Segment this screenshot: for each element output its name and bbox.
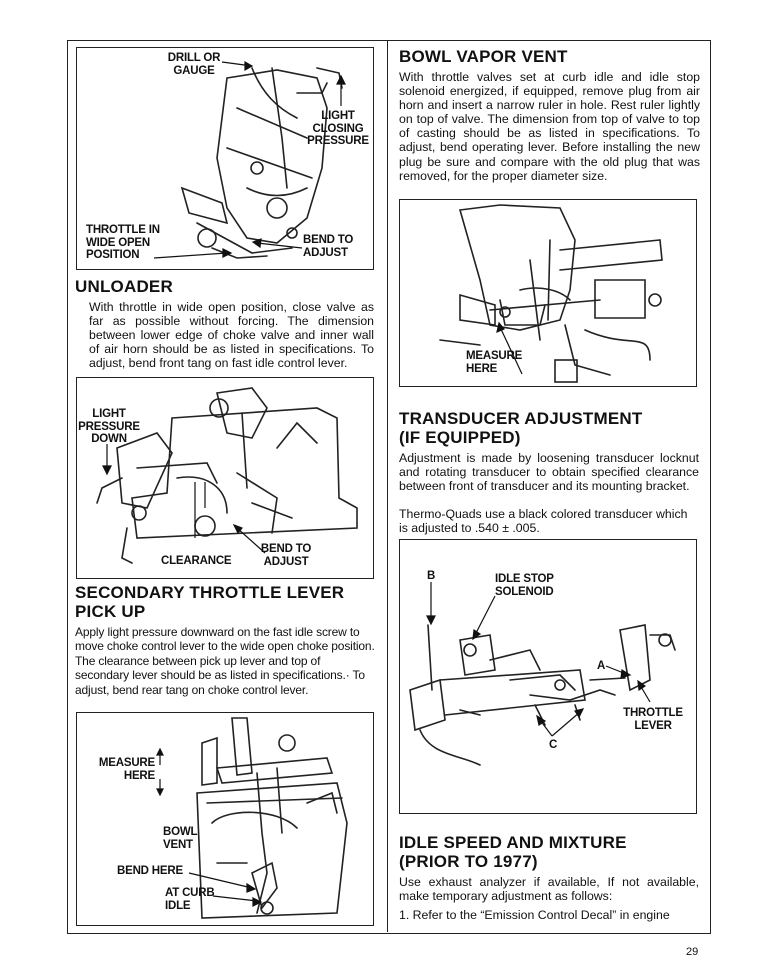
secondary-throttle-figure: LIGHT PRESSURE DOWN CLEARANCE BEND TO AD… [76,377,374,579]
bowl-vent-lower-figure: MEASURE HERE BOWL VENT BEND HERE AT CURB… [76,712,374,926]
label-at-curb-idle: AT CURB IDLE [165,887,215,912]
body-transducer: Adjustment is made by loosening transduc… [399,451,699,494]
bowl-vapor-vent-figure: MEASURE HERE [399,199,697,387]
heading-idle-speed: IDLE SPEED AND MIXTURE (PRIOR TO 1977) [399,833,627,871]
label-c: C [549,739,558,751]
body-bowl-vapor-vent: With throttle valves set at curb idle an… [399,70,700,183]
label-drill-or-gauge: DRILL OR GAUGE [167,52,221,77]
column-divider [387,40,388,932]
label-bend-to-adjust: BEND TO ADJUST [303,234,354,259]
idle-stop-solenoid-figure: B IDLE STOP SOLENOID A THROTTLE LEVER C [399,539,697,814]
label-measure-here-2: MEASURE HERE [466,350,523,375]
label-light-pressure-down: LIGHT PRESSURE DOWN [78,408,140,445]
unloader-illustration [153,60,346,259]
label-b: B [427,570,436,582]
heading-bowl-vapor-vent: BOWL VAPOR VENT [399,47,568,66]
body-unloader: With throttle in wide open position, clo… [89,300,374,371]
heading-transducer: TRANSDUCER ADJUSTMENT (IF EQUIPPED) [399,409,643,447]
label-light-closing-pressure: LIGHT CLOSING PRESSURE [307,110,369,147]
label-throttle-wide-open: THROTTLE IN WIDE OPEN POSITION [86,224,160,261]
idle-stop-solenoid-illustration [409,582,676,766]
label-idle-stop-solenoid: IDLE STOP SOLENOID [495,573,554,598]
heading-secondary-throttle: SECONDARY THROTTLE LEVER PICK UP [75,583,345,621]
body-idle-speed-item1: 1. Refer to the “Emission Control Decal”… [399,908,670,922]
unloader-figure: DRILL OR GAUGE LIGHT CLOSING PRESSURE TH… [76,47,374,270]
label-bend-to-adjust-2: BEND TO ADJUST [260,543,312,568]
heading-unloader: UNLOADER [75,277,173,296]
body-idle-speed: Use exhaust analyzer if available, If no… [399,875,699,904]
label-bend-here: BEND HERE [117,865,183,877]
label-measure-here: MEASURE HERE [98,757,155,782]
secondary-throttle-illustration [96,387,358,564]
page-frame [67,40,711,934]
label-clearance: CLEARANCE [161,555,232,567]
label-bowl-vent: BOWL VENT [163,826,198,851]
label-throttle-lever: THROTTLE LEVER [623,707,683,732]
body-transducer-2: Thermo-Quads use a black colored transdu… [399,507,688,536]
page-number: 29 [686,946,699,958]
bowl-vapor-vent-illustration [439,204,663,383]
label-a: A [597,660,606,672]
body-secondary-throttle: Apply light pressure downward on the fas… [75,625,375,697]
bowl-vent-lower-illustration [156,717,348,919]
